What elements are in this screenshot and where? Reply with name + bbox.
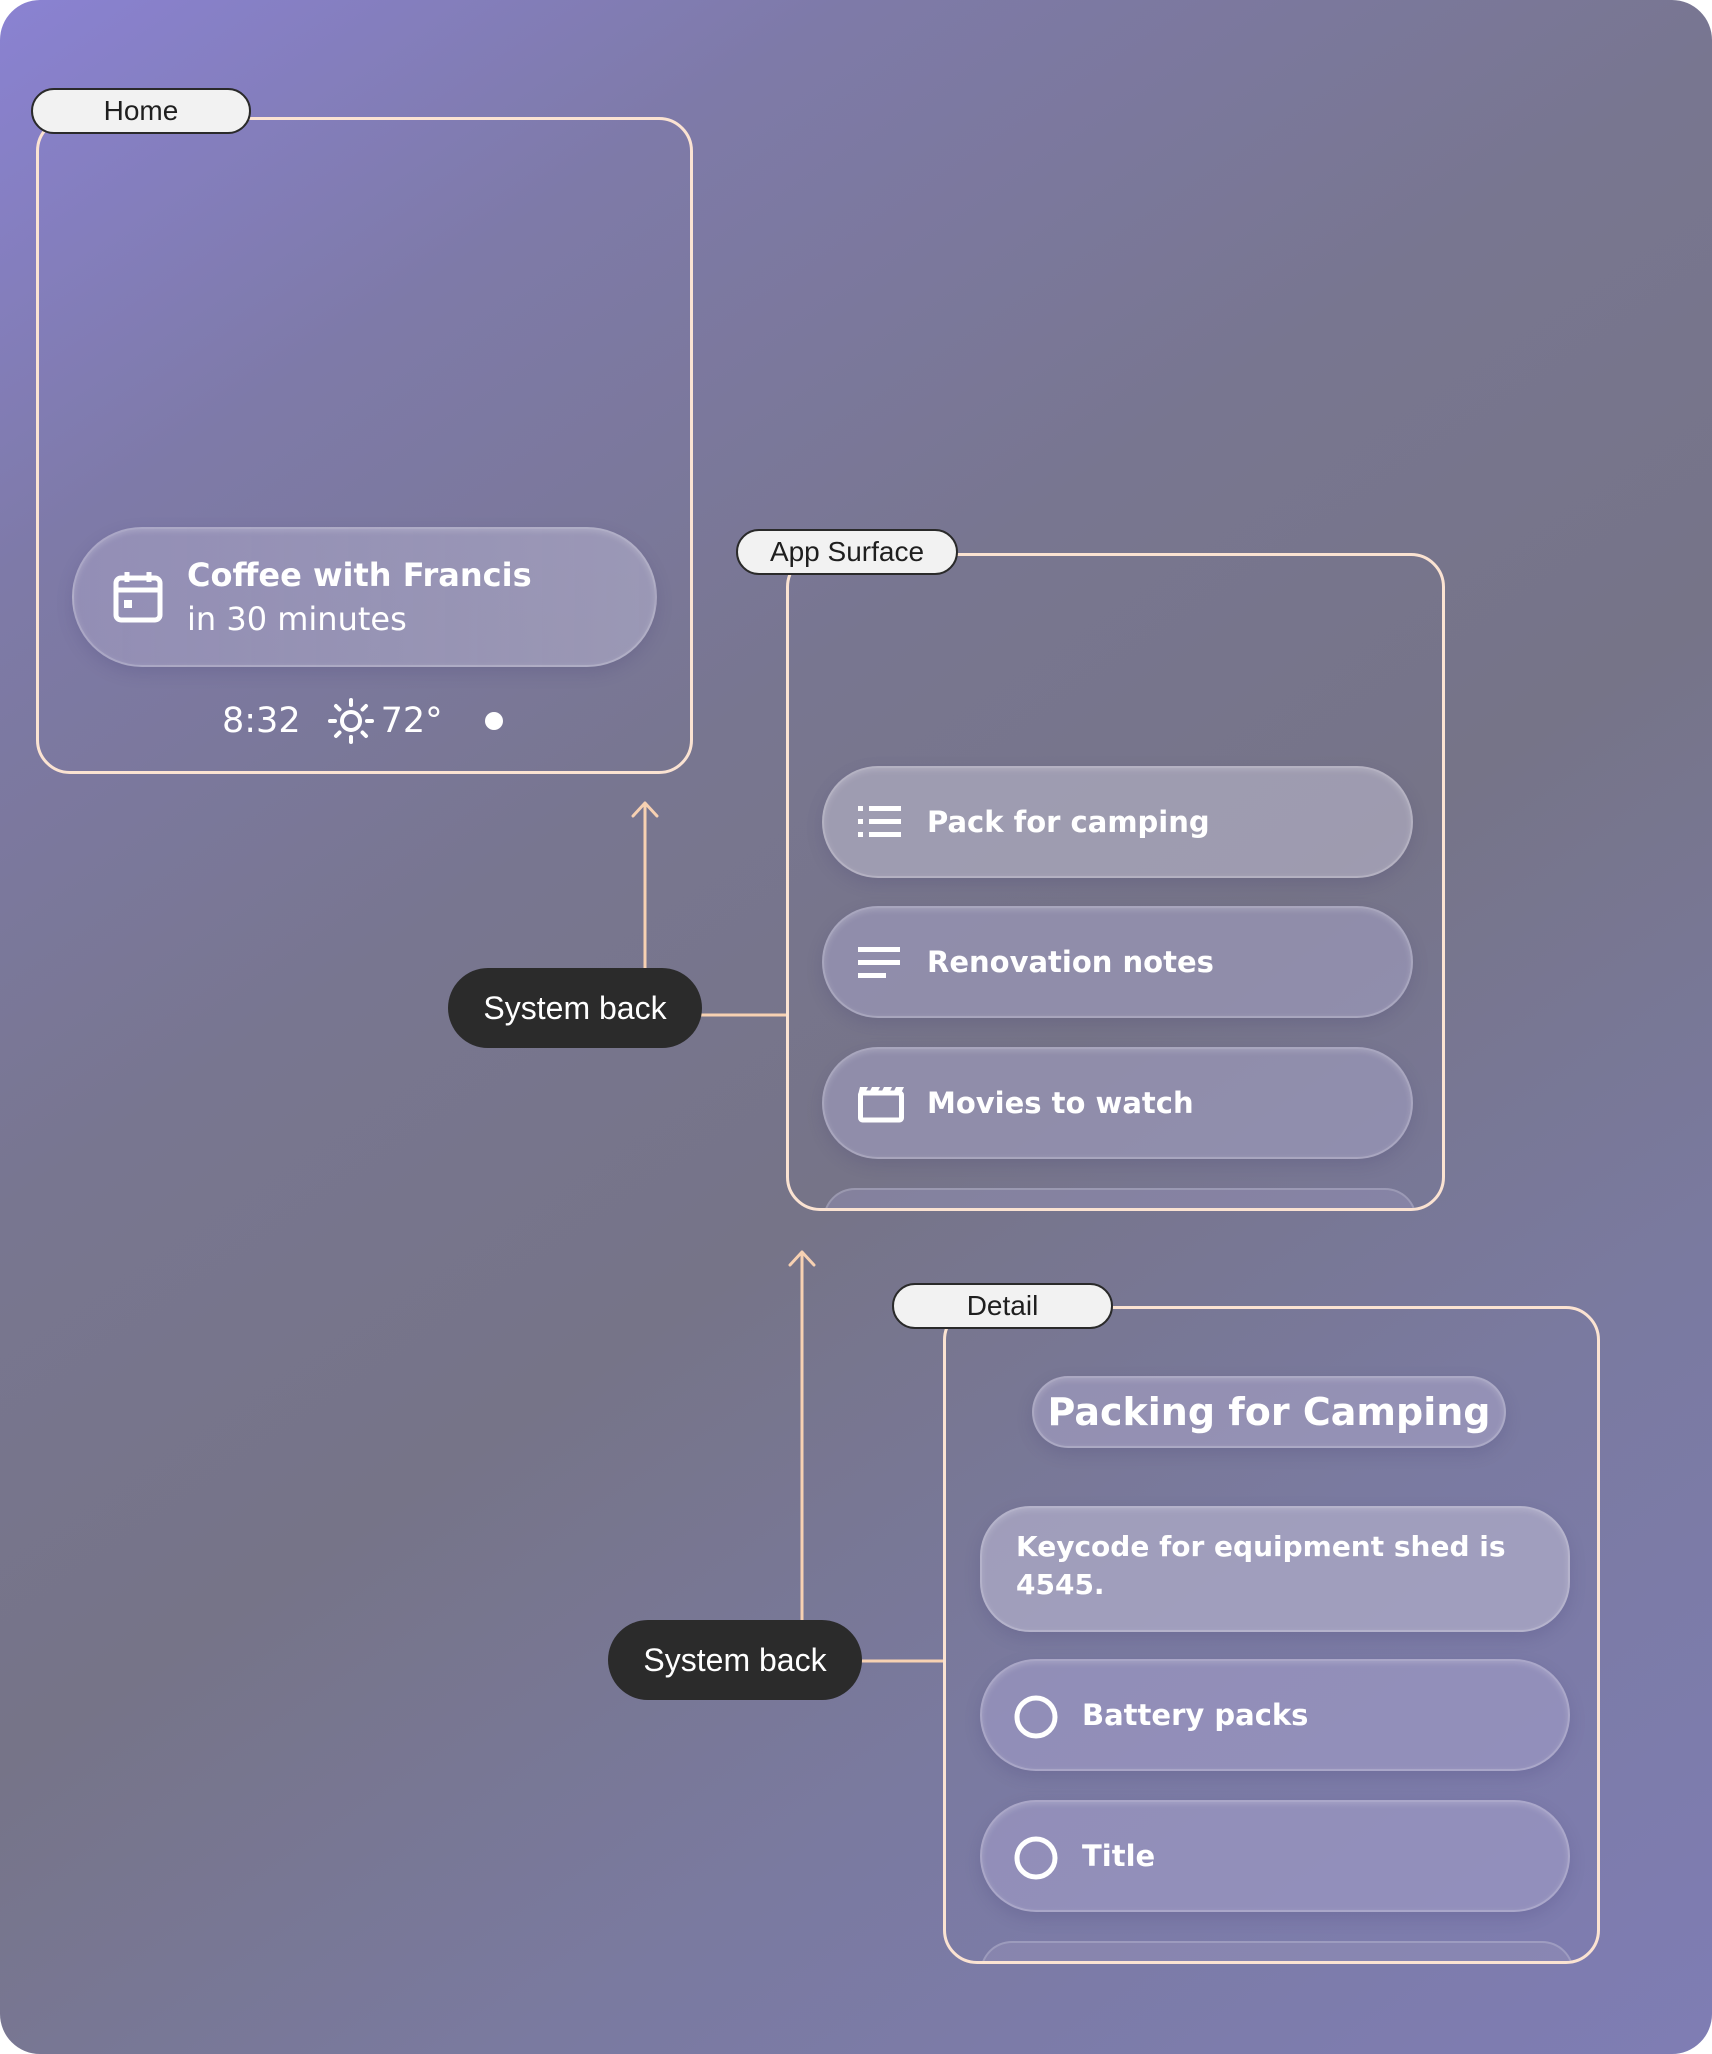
clapperboard-icon <box>858 1085 904 1123</box>
radio-unchecked-icon[interactable] <box>1014 1695 1058 1739</box>
list-item-label: Movies to watch <box>927 1086 1194 1120</box>
system-back-button-detail[interactable]: System back <box>608 1620 862 1700</box>
checklist-item-battery-packs[interactable]: Battery packs <box>980 1659 1570 1771</box>
app-surface-tag: App Surface <box>736 529 958 575</box>
list-item-pack-for-camping[interactable]: Pack for camping <box>822 766 1413 878</box>
list-item-movies-to-watch[interactable]: Movies to watch <box>822 1047 1413 1159</box>
dot-icon <box>484 712 503 730</box>
list-item-renovation-notes[interactable]: Renovation notes <box>822 906 1413 1018</box>
checklist-item-label: Title <box>1082 1839 1156 1873</box>
list-item-label: Renovation notes <box>927 945 1214 979</box>
detail-tag: Detail <box>892 1283 1113 1329</box>
event-time: in 30 minutes <box>187 600 407 638</box>
temperature: 72° <box>380 701 443 741</box>
list-item-partial <box>823 1188 1417 1208</box>
notes-icon <box>858 946 902 980</box>
home-tag: Home <box>31 88 251 134</box>
back-arrow-to-app <box>788 1250 816 1624</box>
detail-frame <box>943 1306 1600 1964</box>
app-surface-frame <box>786 553 1445 1211</box>
status-row: 8:32 72° <box>222 696 503 746</box>
radio-unchecked-icon[interactable] <box>1014 1836 1058 1880</box>
event-title: Coffee with Francis <box>187 556 532 594</box>
checklist-icon <box>858 804 902 840</box>
calendar-icon <box>110 569 166 625</box>
back-arrow-to-home <box>631 801 659 970</box>
home-frame <box>36 117 693 774</box>
sun-icon <box>327 697 375 745</box>
note-text: Keycode for equipment shed is 4545. <box>1016 1530 1506 1601</box>
clock: 8:32 <box>222 701 301 741</box>
detail-title-text: Packing for Camping <box>1047 1390 1491 1434</box>
detail-title: Packing for Camping <box>1032 1376 1506 1448</box>
list-item-partial <box>980 1941 1574 1961</box>
keycode-note[interactable]: Keycode for equipment shed is 4545. <box>980 1506 1570 1632</box>
event-card[interactable]: Coffee with Francis in 30 minutes <box>72 527 657 667</box>
system-back-button-app[interactable]: System back <box>448 968 702 1048</box>
list-item-label: Pack for camping <box>927 805 1210 839</box>
checklist-item-label: Battery packs <box>1082 1698 1309 1732</box>
checklist-item-title[interactable]: Title <box>980 1800 1570 1912</box>
